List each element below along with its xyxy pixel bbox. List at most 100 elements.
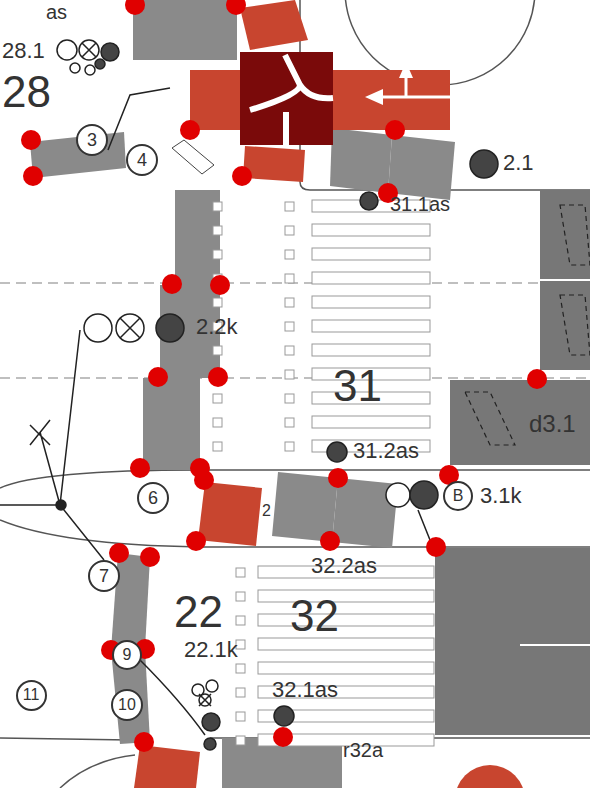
direction-arrows	[365, 62, 450, 105]
stud	[236, 688, 245, 697]
survey-point	[210, 275, 230, 295]
stripe	[312, 296, 430, 308]
survey-point	[109, 543, 129, 563]
stud	[213, 202, 222, 211]
stud	[213, 418, 222, 427]
survey-point	[162, 274, 182, 294]
grey-paving	[30, 0, 455, 788]
map-label: 28.1	[2, 40, 45, 62]
map-label: 22	[174, 590, 223, 634]
stud	[285, 370, 294, 379]
map-label: 3.1k	[480, 485, 522, 507]
stud	[285, 394, 294, 403]
survey-point	[527, 369, 547, 389]
callout-circle: 11	[16, 680, 47, 711]
stud	[236, 664, 245, 673]
survey-point	[194, 470, 214, 490]
survey-point	[232, 166, 252, 186]
stud	[213, 346, 222, 355]
survey-point	[140, 547, 160, 567]
survey-point	[273, 727, 293, 747]
callout-number: 3	[87, 131, 97, 149]
callout-circle: 7	[88, 560, 120, 592]
stud	[236, 616, 245, 625]
survey-point	[21, 130, 41, 150]
map-label: r32a	[343, 740, 383, 760]
crosswalk-stripes	[213, 200, 434, 746]
callout-number: 11	[23, 687, 40, 703]
survey-point	[23, 166, 43, 186]
map-label: 32	[290, 594, 339, 638]
survey-point	[226, 0, 246, 15]
stud	[213, 442, 222, 451]
survey-point	[426, 537, 446, 557]
callout-circle: 4	[126, 144, 158, 176]
stud	[285, 274, 294, 283]
callout-circle: 6	[137, 482, 169, 514]
map-label: 2	[262, 503, 271, 519]
stud	[236, 568, 245, 577]
callout-circle: B	[443, 481, 473, 511]
survey-point	[186, 531, 206, 551]
stud	[285, 346, 294, 355]
map-label: 31.1as	[390, 194, 450, 214]
callout-circle: 3	[76, 124, 108, 156]
map-label: 31.2as	[353, 440, 419, 462]
stripe	[312, 272, 430, 284]
tactile-paving	[134, 0, 525, 788]
stud	[213, 298, 222, 307]
stripe	[312, 416, 430, 428]
stripe	[258, 638, 434, 650]
stud	[285, 226, 294, 235]
stripe	[312, 248, 430, 260]
callout-number: 6	[148, 489, 158, 507]
survey-point	[208, 367, 228, 387]
callout-number: 10	[118, 697, 136, 713]
survey-point	[320, 531, 340, 551]
stud	[285, 442, 294, 451]
survey-point	[134, 732, 154, 752]
map-label: 32.1as	[272, 679, 338, 701]
lamp-wires	[0, 88, 205, 735]
stud	[236, 592, 245, 601]
callout-number: 7	[99, 567, 109, 585]
map-label: 2.1	[503, 152, 534, 174]
survey-point	[328, 468, 348, 488]
map-label: as	[46, 2, 67, 22]
callout-number: B	[453, 488, 464, 504]
road-divider	[520, 280, 590, 645]
stud	[285, 250, 294, 259]
stud	[213, 394, 222, 403]
stripe	[312, 344, 430, 356]
survey-point	[385, 120, 405, 140]
stud	[285, 418, 294, 427]
dark-grey-areas	[435, 190, 590, 735]
map-label: 28	[2, 70, 51, 114]
stripe	[258, 614, 434, 626]
stud	[285, 202, 294, 211]
map-label: 2.2k	[196, 316, 238, 338]
survey-points	[21, 0, 547, 752]
map-label: 31	[333, 364, 382, 408]
stud	[213, 226, 222, 235]
stripe	[312, 224, 430, 236]
stud	[285, 298, 294, 307]
map-label: 32.2as	[311, 555, 377, 577]
stud	[236, 712, 245, 721]
callout-circle: 10	[111, 689, 143, 721]
dashed-markings	[465, 205, 590, 445]
survey-point	[125, 0, 145, 15]
stud	[285, 322, 294, 331]
callout-number: 9	[123, 647, 132, 663]
stud	[236, 736, 245, 745]
survey-point	[148, 367, 168, 387]
stud	[213, 250, 222, 259]
bench	[172, 140, 214, 174]
callout-number: 4	[137, 151, 147, 169]
stripe	[258, 662, 434, 674]
stripe	[258, 590, 434, 602]
survey-point	[130, 458, 150, 478]
